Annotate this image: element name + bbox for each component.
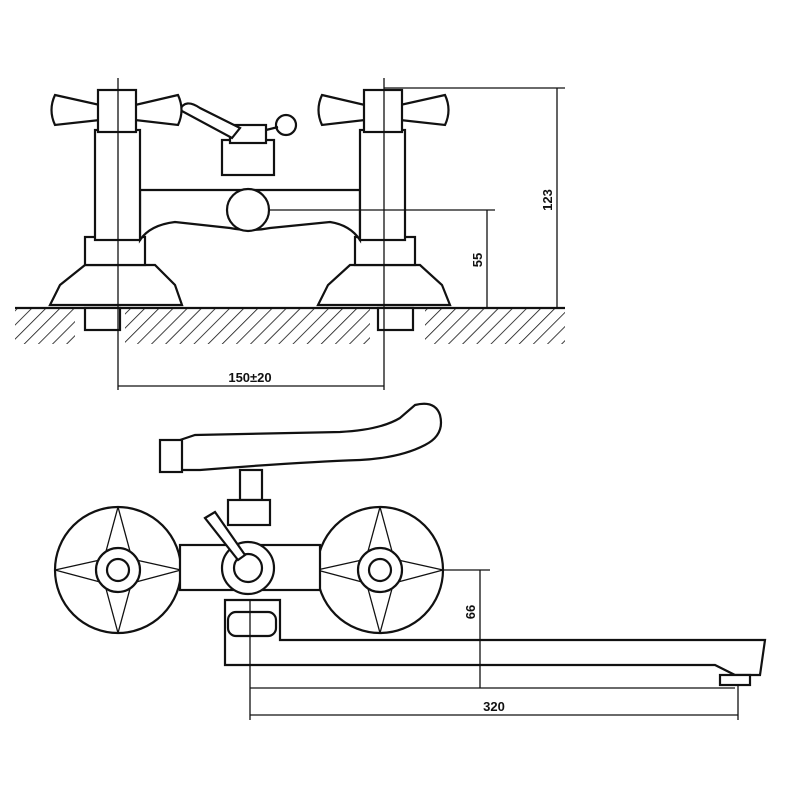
dimension-spout-length: 320 [483,699,505,714]
wall-hatching [15,306,565,344]
left-cross-handle [50,88,183,134]
top-view: 66 320 [53,402,767,720]
dimension-inlet-spacing: 150±20 [228,370,271,385]
dimension-spout-drop: 66 [463,605,478,619]
right-handle-wheel [315,505,445,635]
dimension-total-height: 123 [540,189,555,211]
diverter-lever-top [203,510,247,562]
diverter-lever [178,102,242,140]
dimension-outlet-height: 55 [470,253,485,267]
left-base [48,263,184,307]
bath-spout [223,598,767,677]
shower-outlet [178,402,443,472]
right-cross-handle [317,88,450,134]
left-handle-wheel [53,505,183,635]
front-view: 123 55 150±20 [15,78,565,390]
diverter-knob [225,187,271,233]
